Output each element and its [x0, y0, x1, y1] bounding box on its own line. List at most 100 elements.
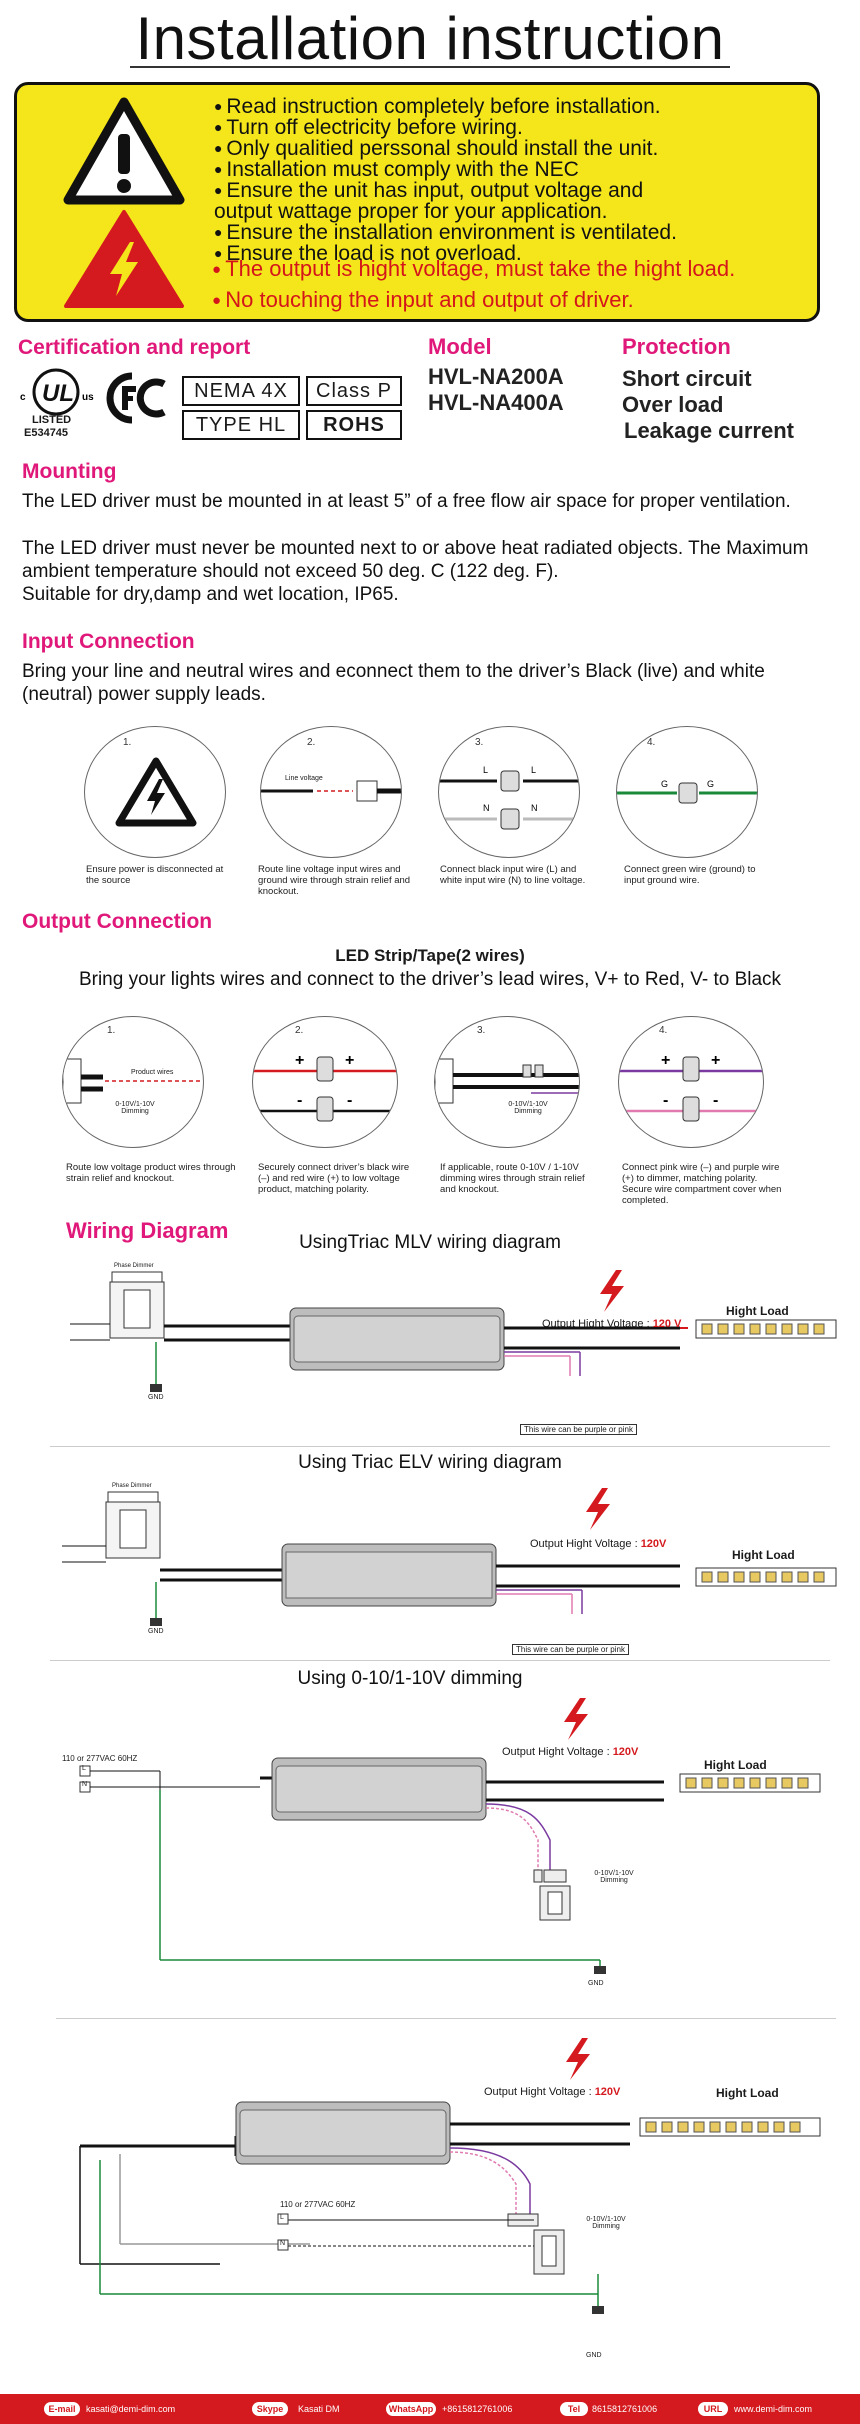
- svg-text:G: G: [707, 779, 714, 789]
- output-voltage-text: Output Hight Voltage :: [542, 1318, 653, 1330]
- gnd-label: GND: [586, 2352, 602, 2359]
- danger-list: The output is hight voltage, must take t…: [212, 254, 812, 316]
- output-voltage-value: 120 V: [652, 1318, 682, 1330]
- input-heading: Input Connection: [22, 630, 195, 653]
- svg-text:UL: UL: [42, 380, 74, 407]
- contact-footer: E-mail kasati@demi-dim.com Skype Kasati …: [0, 2394, 860, 2424]
- load-label: Hight Load: [726, 1304, 789, 1318]
- step-number: 2.: [307, 737, 316, 748]
- output-voltage-label: Output Hight Voltage : 120V: [502, 1746, 638, 1758]
- svg-text:L: L: [483, 765, 488, 775]
- mounting-text: The LED driver must be mounted in at lea…: [22, 491, 791, 512]
- polarity-drawing: + + - -: [253, 1052, 397, 1122]
- tel-link[interactable]: 8615812761006: [592, 2404, 658, 2414]
- badge-rohs: ROHS: [306, 410, 402, 440]
- step-number: 3.: [477, 1025, 486, 1036]
- output-heading: Output Connection: [22, 910, 213, 933]
- output-voltage-text: Output Hight Voltage :: [484, 2086, 595, 2098]
- phase-dimmer-label: Phase Dimmer: [112, 1483, 152, 1489]
- ground-drawing: G G: [617, 779, 757, 804]
- diagram-title: UsingTriac MLV wiring diagram: [299, 1232, 561, 1253]
- svg-text:-: -: [713, 1092, 718, 1109]
- input-step-2: 2. Line voltage: [260, 726, 402, 858]
- title-underline: [130, 66, 730, 68]
- svg-text:us: us: [82, 392, 94, 403]
- gnd-label: GND: [148, 1628, 164, 1635]
- svg-text:c: c: [20, 392, 26, 403]
- line-input-label: 110 or 277VAC 60HZ: [280, 2200, 356, 2209]
- warning-item: Only qualitied perssonal should install …: [214, 138, 814, 159]
- load-label: Hight Load: [704, 1758, 767, 1772]
- protection-item: Over load: [622, 392, 724, 417]
- output-step-4: 4. + + - -: [618, 1016, 764, 1148]
- skype-pill: Skype: [252, 2402, 288, 2416]
- ul-logo: c UL us LISTED E534745: [18, 364, 98, 444]
- product-wires-label: Product wires: [131, 1069, 174, 1076]
- diagram-elv: Phase Dimmer GND Output Hight Voltage : …: [52, 1483, 842, 1660]
- mlv-wiring-svg: [70, 1270, 837, 1392]
- line-voltage-label: Line voltage: [285, 775, 323, 782]
- step-caption: If applicable, route 0-10V / 1-10V dimmi…: [440, 1162, 585, 1195]
- step-caption: Connect green wire (ground) to input gro…: [624, 864, 756, 886]
- model-heading: Model: [428, 334, 492, 359]
- tel-pill: Tel: [560, 2402, 588, 2416]
- fcc-logo: [106, 372, 168, 429]
- email-pill: E-mail: [44, 2402, 80, 2416]
- warning-item: Ensure the installation environment is v…: [214, 222, 814, 243]
- n-terminal: N: [82, 1781, 88, 1788]
- ul-number: E534745: [24, 427, 69, 439]
- url-pill: URL: [698, 2402, 728, 2416]
- purple-note: This wire can be purple or pink: [512, 1644, 629, 1655]
- dimming-label: 0-10V/1-10V Dimming: [508, 1101, 548, 1115]
- gnd-label: GND: [148, 1394, 164, 1401]
- gnd-label: GND: [588, 1980, 604, 1987]
- step-caption: Connect black input wire (L) and white i…: [440, 864, 586, 886]
- badge-nema: NEMA 4X: [182, 376, 300, 406]
- url-link[interactable]: www.demi-dim.com: [734, 2404, 813, 2414]
- mounting-heading: Mounting: [22, 460, 117, 483]
- step-number: 4.: [659, 1025, 668, 1036]
- whatsapp-pill: WhatsApp: [386, 2402, 436, 2416]
- caution-icon: [62, 96, 186, 211]
- elv-wiring-svg: [62, 1488, 837, 1626]
- input-wire-drawing: [261, 780, 401, 802]
- svg-text:-: -: [663, 1092, 668, 1109]
- svg-text:N: N: [531, 803, 538, 813]
- warning-item: Turn off electricity before wiring.: [214, 117, 814, 138]
- svg-text:N: N: [483, 803, 490, 813]
- output-voltage-value: 120V: [594, 2086, 621, 2098]
- output-step-3: 3. 0-10V/1-10V Dimming: [434, 1016, 580, 1148]
- model-item: HVL-NA400A: [428, 390, 564, 415]
- l-terminal: L: [280, 2214, 284, 2221]
- diagram-title: Using 0-10/1-10V dimming: [297, 1668, 523, 1689]
- output-voltage-label: Output Hight Voltage : 120V: [484, 2086, 620, 2098]
- cert-heading: Certification and report: [18, 336, 251, 359]
- input-step-3: 3. L L N N: [438, 726, 580, 858]
- email-link[interactable]: kasati@demi-dim.com: [86, 2404, 176, 2414]
- svg-text:+: +: [345, 1052, 354, 1069]
- output-voltage-label: Output Hight Voltage : 120 V: [542, 1318, 681, 1330]
- whatsapp-link[interactable]: +8615812761006: [442, 2404, 513, 2414]
- output-voltage-value: 120V: [640, 1538, 667, 1550]
- divider: [50, 1660, 830, 1661]
- step-number: 2.: [295, 1025, 304, 1036]
- badge-type: TYPE HL: [182, 410, 300, 440]
- step-number: 1.: [123, 737, 132, 748]
- shock-warning-icon: [115, 757, 197, 827]
- svg-text:+: +: [661, 1052, 670, 1069]
- diagram-0-10v: 110 or 277VAC 60HZ L N Output Hight Volt…: [60, 1690, 840, 2010]
- dimming-wire-drawing: [435, 1058, 579, 1104]
- mounting-text: The LED driver must never be mounted nex…: [22, 538, 809, 582]
- model-item: HVL-NA200A: [428, 364, 564, 389]
- l-terminal: L: [82, 1765, 86, 1772]
- output-step-1: 1. Product wires 0-10V/1-10V Dimming: [62, 1016, 204, 1148]
- warning-item: Installation must comply with the NEC: [214, 159, 814, 180]
- protection-item: Short circuit: [622, 366, 752, 391]
- skype-link[interactable]: Kasati DM: [298, 2404, 340, 2414]
- diagram-title: Using Triac ELV wiring diagram: [298, 1452, 562, 1473]
- load-label: Hight Load: [716, 2086, 779, 2100]
- output-voltage-text: Output Hight Voltage :: [530, 1538, 641, 1550]
- badge-class: Class P: [306, 376, 402, 406]
- dimming-label: 0-10V/1-10V Dimming: [115, 1101, 155, 1115]
- step-number: 4.: [647, 737, 656, 748]
